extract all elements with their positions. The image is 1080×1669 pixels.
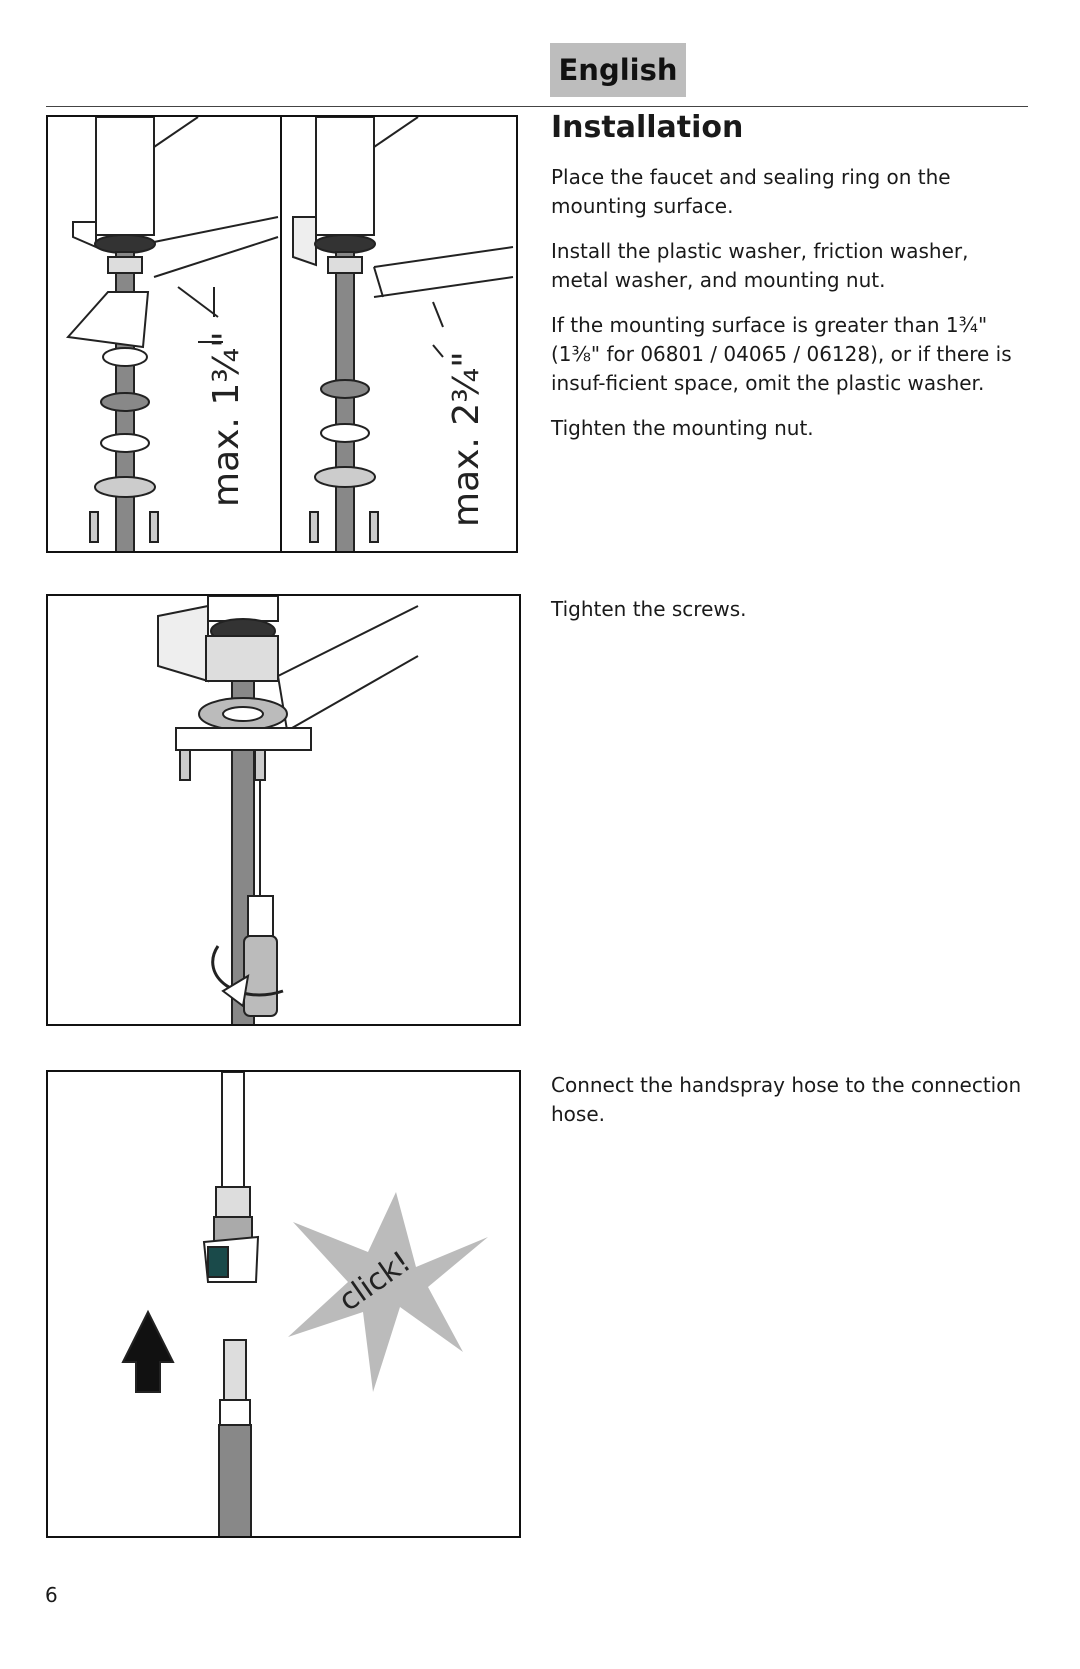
max-thickness-label-left: max. 1¾" (206, 331, 247, 507)
section-title: Installation (551, 110, 744, 145)
page-number: 6 (45, 1583, 58, 1607)
instruction-paragraph: Tighten the mounting nut. (551, 416, 814, 440)
figure-tighten-screws (46, 594, 521, 1026)
instruction-paragraph: Place the faucet and sealing ring on the… (551, 165, 951, 218)
hose-connection-diagram (121, 1072, 488, 1536)
faucet-mount-diagram-left (66, 117, 279, 551)
step-connect-hose: Connect the handspray hose to the connec… (551, 1073, 1022, 1126)
instruction-paragraph: Install the plastic washer, friction was… (551, 239, 969, 292)
header-rule (46, 106, 1028, 107)
screw-tightening-diagram (157, 596, 419, 1024)
language-tab: English (550, 43, 686, 97)
max-thickness-label-right: max. 2¾" (446, 351, 487, 527)
instruction-paragraph: If the mounting surface is greater than … (551, 313, 1012, 395)
figure-connect-hose: click! (46, 1070, 521, 1538)
figure-mounting-options: max. 1¾" max. 2¾" (46, 115, 518, 553)
step-tighten-screws: Tighten the screws. (551, 597, 747, 621)
faucet-mount-diagram-right (292, 117, 514, 551)
